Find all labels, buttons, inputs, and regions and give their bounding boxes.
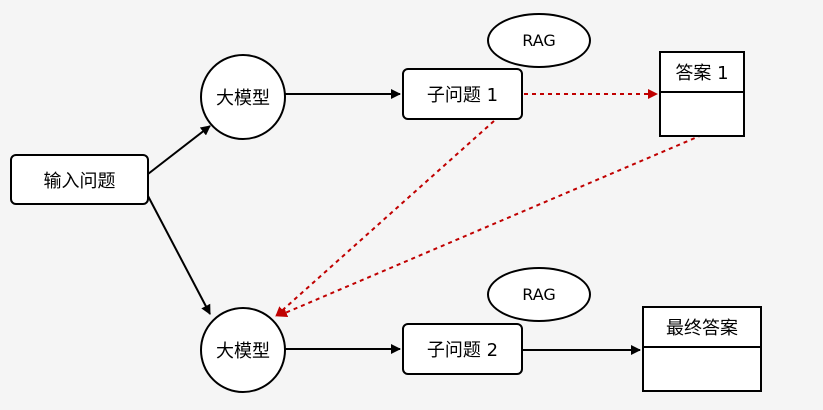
final-answer-body	[644, 348, 760, 390]
final-answer-box: 最终答案	[642, 306, 762, 392]
llm-bottom-node: 大模型	[200, 307, 286, 393]
rag-top-node: RAG	[487, 13, 591, 68]
edge-input-to-llm-bottom	[147, 195, 211, 315]
llm-top-node: 大模型	[200, 54, 286, 140]
edge-subq1-to-llm-bottom	[275, 120, 495, 317]
sub-question-2-node: 子问题 2	[402, 323, 523, 375]
edge-input-to-llm-top	[147, 125, 211, 175]
input-question-node: 输入问题	[10, 154, 149, 205]
answer-1-box: 答案 1	[659, 51, 745, 137]
answer-1-body	[661, 93, 743, 135]
sub-question-1-node: 子问题 1	[402, 68, 523, 120]
rag-bottom-node: RAG	[487, 267, 591, 322]
edge-answer1-to-llm-bottom	[277, 134, 703, 318]
answer-1-header: 答案 1	[661, 53, 743, 93]
final-answer-header: 最终答案	[644, 308, 760, 348]
